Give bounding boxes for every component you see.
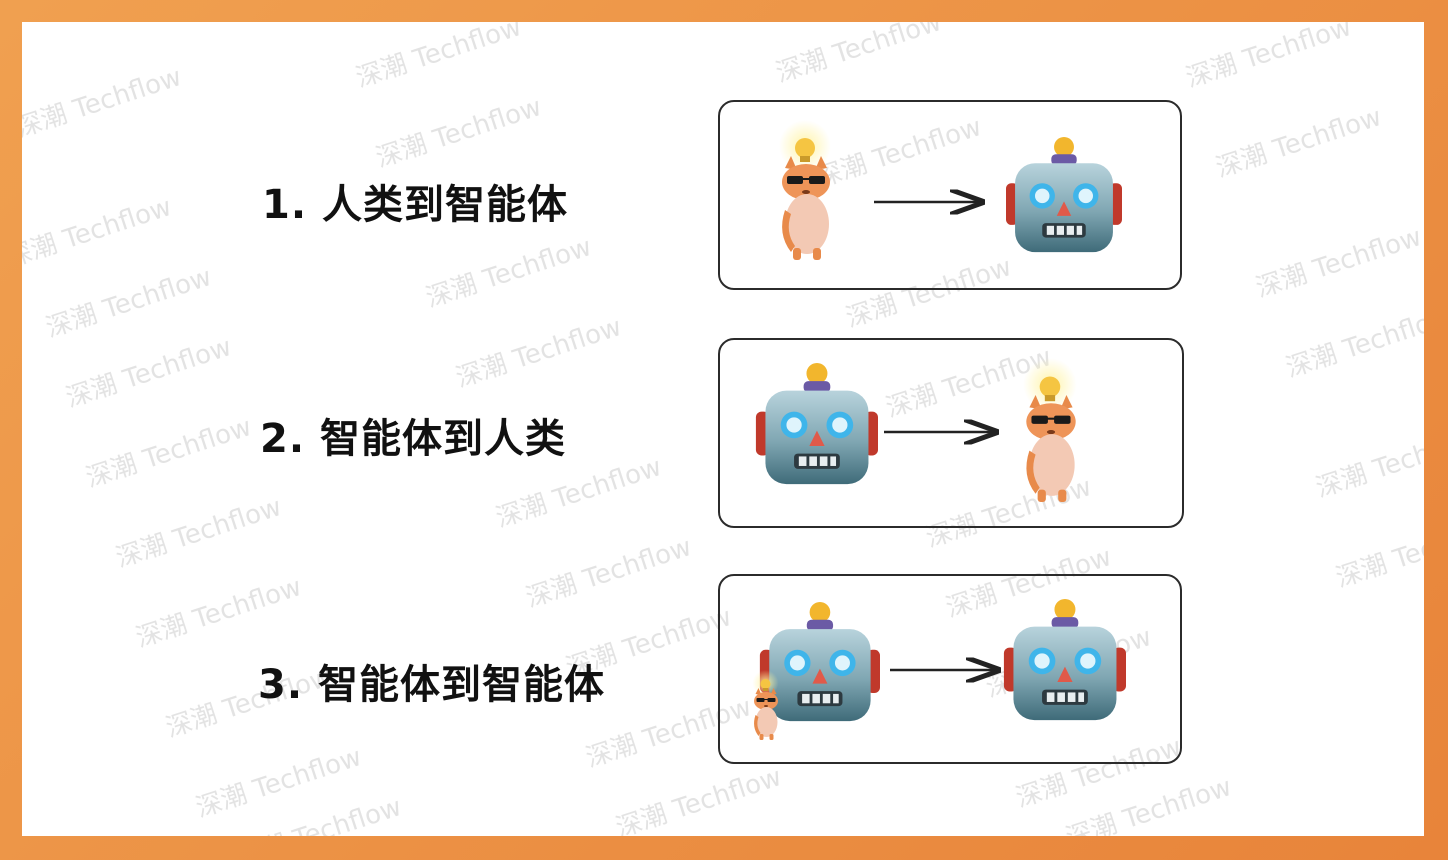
watermark-text: 深潮 Techflow: [522, 532, 696, 614]
robot-icon: [1003, 598, 1126, 721]
watermark-text: 深潮 Techflow: [42, 262, 216, 344]
watermark-text: 深潮 Techflow: [452, 312, 626, 394]
watermark-text: 深潮 Techflow: [1182, 22, 1356, 94]
row-3-label: 3. 智能体到智能体: [258, 662, 605, 708]
robot-icon: [755, 362, 878, 485]
diagram-card: 深潮 Techflow 深潮 Techflow 深潮 Techflow 深潮 T…: [22, 22, 1424, 836]
watermark-text: 深潮 Techflow: [1212, 102, 1386, 184]
flow-box-3: [718, 574, 1182, 764]
row-2-label: 2. 智能体到人类: [260, 416, 566, 462]
watermark-text: 深潮 Techflow: [62, 332, 236, 414]
watermark-text: 深潮 Techflow: [82, 412, 256, 494]
watermark-text: 深潮 Techflow: [1332, 512, 1424, 594]
watermark-text: 深潮 Techflow: [352, 22, 526, 94]
watermark-text: 深潮 Techflow: [1062, 772, 1236, 836]
watermark-text: 深潮 Techflow: [192, 742, 366, 824]
watermark-text: 深潮 Techflow: [1312, 422, 1424, 504]
hamster-icon: [1023, 358, 1077, 502]
small-hamster-icon: [752, 670, 779, 740]
arrow-icon: [884, 422, 1002, 442]
watermark-text: 深潮 Techflow: [1252, 222, 1424, 304]
watermark-text: 深潮 Techflow: [112, 492, 286, 574]
watermark-text: 深潮 Techflow: [372, 92, 546, 174]
watermark-text: 深潮 Techflow: [612, 762, 786, 836]
watermark-text: 深潮 Techflow: [232, 792, 406, 836]
robot-icon: [1006, 137, 1122, 253]
arrow-icon: [874, 192, 992, 212]
watermark-text: 深潮 Techflow: [772, 22, 946, 89]
row-1-label: 1. 人类到智能体: [262, 182, 568, 228]
watermark-text: 深潮 Techflow: [132, 572, 306, 654]
hamster-icon: [779, 120, 831, 260]
watermark-text: 深潮 Techflow: [22, 62, 186, 144]
watermark-text: 深潮 Techflow: [422, 232, 596, 314]
watermark-text: 深潮 Techflow: [1282, 302, 1424, 384]
watermark-text: 深潮 Techflow: [22, 192, 176, 274]
arrow-icon: [890, 660, 1008, 680]
flow-box-2: [718, 338, 1184, 528]
flow-box-1: [718, 100, 1182, 290]
